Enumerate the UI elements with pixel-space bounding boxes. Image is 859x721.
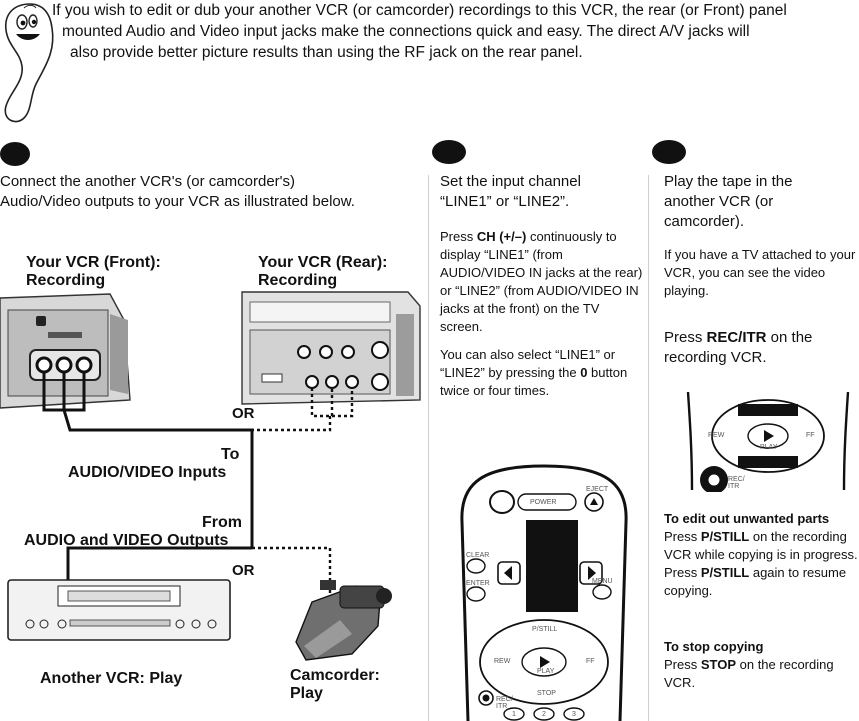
key-name: STOP	[700, 657, 737, 672]
rear-vcr-label-line: Recording	[258, 272, 338, 289]
closeup-ff-label: FF	[806, 432, 815, 439]
another-vcr-illustration	[7, 579, 231, 641]
column-divider	[648, 175, 649, 721]
remote-stop-label: STOP	[537, 690, 556, 697]
rear-vcr-label-line: Your VCR (Rear):	[258, 254, 388, 271]
tv-note: If you have a TV attached to your VCR, y…	[664, 247, 856, 298]
step-3-heading: Play the tape in the another VCR (or cam…	[664, 172, 859, 232]
remote-play-label: PLAY	[537, 668, 555, 675]
remote-menu-label: MENU	[592, 578, 613, 585]
remote-enter-label: ENTER	[466, 580, 490, 587]
key-name: P/STILL	[700, 565, 750, 580]
another-vcr-label: Another VCR: Play	[40, 670, 183, 687]
also-select-paragraph: You can also select “LINE1” or “LINE2” b…	[440, 346, 644, 400]
intro-line-1: If you wish to edit or dub your another …	[52, 2, 787, 19]
text: on the recording VCR while copying is in…	[664, 529, 858, 580]
step-2-body: Press CH (+/–) continuously to display “…	[440, 228, 644, 410]
closeup-play-label: PLAY	[760, 444, 778, 451]
to-label: To	[221, 446, 240, 463]
remote-eject-label: EJECT	[586, 486, 609, 493]
text: Press	[440, 229, 477, 244]
camcorder-label: Camcorder: Play	[290, 667, 380, 703]
remote-closeup-illustration	[686, 392, 850, 492]
step-1-marker	[0, 142, 30, 166]
key-name: 0	[580, 365, 588, 380]
camcorder-illustration	[295, 580, 392, 661]
text: on the recording VCR.	[664, 329, 813, 366]
step-3-marker	[652, 140, 686, 164]
instruction-line: Audio/Video outputs to your VCR as illus…	[0, 193, 355, 210]
from-label: From	[202, 514, 242, 531]
step-2-marker	[432, 140, 466, 164]
text: Press	[664, 657, 701, 672]
remote-rec-label: REC/ ITR	[496, 696, 513, 710]
heading-line: another VCR (or	[664, 193, 774, 210]
camcorder-label-line: Play	[290, 685, 323, 702]
step-1-instruction: Connect the another VCR's (or camcorder'…	[0, 172, 425, 212]
heading-line: “LINE1” or “LINE2”.	[440, 193, 570, 210]
intro-line-3: also provide better picture results than…	[70, 44, 583, 61]
front-vcr-label: Your VCR (Front): Recording	[26, 254, 161, 290]
text: You can also select “LINE1” or “LINE2” b…	[440, 347, 616, 380]
press-ch-paragraph: Press CH (+/–) continuously to display “…	[440, 228, 644, 336]
text: button twice or four times.	[440, 365, 628, 398]
or-label: OR	[232, 562, 255, 579]
text: Press	[664, 329, 707, 346]
text: on the recording VCR.	[664, 657, 834, 690]
remote-rew-label: REW	[494, 658, 511, 665]
edit-section: To edit out unwanted parts Press P/STILL…	[664, 510, 859, 600]
closeup-rew-label: REW	[708, 432, 725, 439]
front-vcr-label-line: Your VCR (Front):	[26, 254, 161, 271]
heading-line: camcorder).	[664, 213, 745, 230]
remote-ff-label: FF	[586, 658, 595, 665]
rear-vcr-panel	[241, 291, 421, 405]
stop-text: Press STOP on the recording VCR.	[664, 656, 859, 692]
remote-power-label: POWER	[530, 499, 557, 506]
remote-num1-label: 1	[512, 711, 516, 718]
stop-section: To stop copying Press STOP on the record…	[664, 638, 859, 692]
step-2-heading: Set the input channel “LINE1” or “LINE2”…	[440, 172, 645, 212]
instruction-line: Connect the another VCR's (or camcorder'…	[0, 173, 296, 190]
remote-clear-label: CLEAR	[466, 552, 490, 559]
intro-line-2: mounted Audio and Video input jacks make…	[62, 23, 750, 40]
text: Press	[664, 529, 701, 544]
remote-control-illustration	[460, 464, 628, 721]
ghost-mascot-icon	[4, 3, 54, 123]
text: again to resume copying.	[664, 565, 847, 598]
closeup-rec-label: REC/ ITR	[728, 476, 745, 490]
or-label: OR	[232, 405, 255, 422]
camcorder-label-line: Camcorder:	[290, 667, 380, 684]
remote-num2-label: 2	[542, 711, 546, 718]
connection-diagram	[0, 291, 421, 661]
outputs-label: AUDIO and VIDEO Outputs	[24, 532, 229, 549]
rear-vcr-label: Your VCR (Rear): Recording	[258, 254, 388, 290]
column-divider	[428, 175, 429, 721]
press-rec-instruction: Press REC/ITR on the recording VCR.	[664, 328, 859, 368]
key-name: P/STILL	[700, 529, 750, 544]
key-name: CH (+/–)	[476, 229, 527, 244]
remote-num3-label: 3	[572, 711, 576, 718]
remote-pstill-label: P/STILL	[532, 626, 558, 633]
inputs-label: AUDIO/VIDEO Inputs	[68, 464, 227, 481]
key-name: REC/ITR	[706, 329, 767, 346]
intro-paragraph: If you wish to edit or dub your another …	[52, 0, 857, 63]
heading-line: Play the tape in the	[664, 173, 793, 190]
front-vcr-panel	[0, 293, 131, 409]
stop-title: To stop copying	[664, 639, 764, 654]
edit-title: To edit out unwanted parts	[664, 511, 830, 526]
edit-text: Press P/STILL on the recording VCR while…	[664, 528, 859, 600]
front-vcr-label-line: Recording	[26, 272, 106, 289]
text: continuously to display “LINE1” (from AU…	[440, 229, 643, 334]
heading-line: Set the input channel	[440, 173, 581, 190]
